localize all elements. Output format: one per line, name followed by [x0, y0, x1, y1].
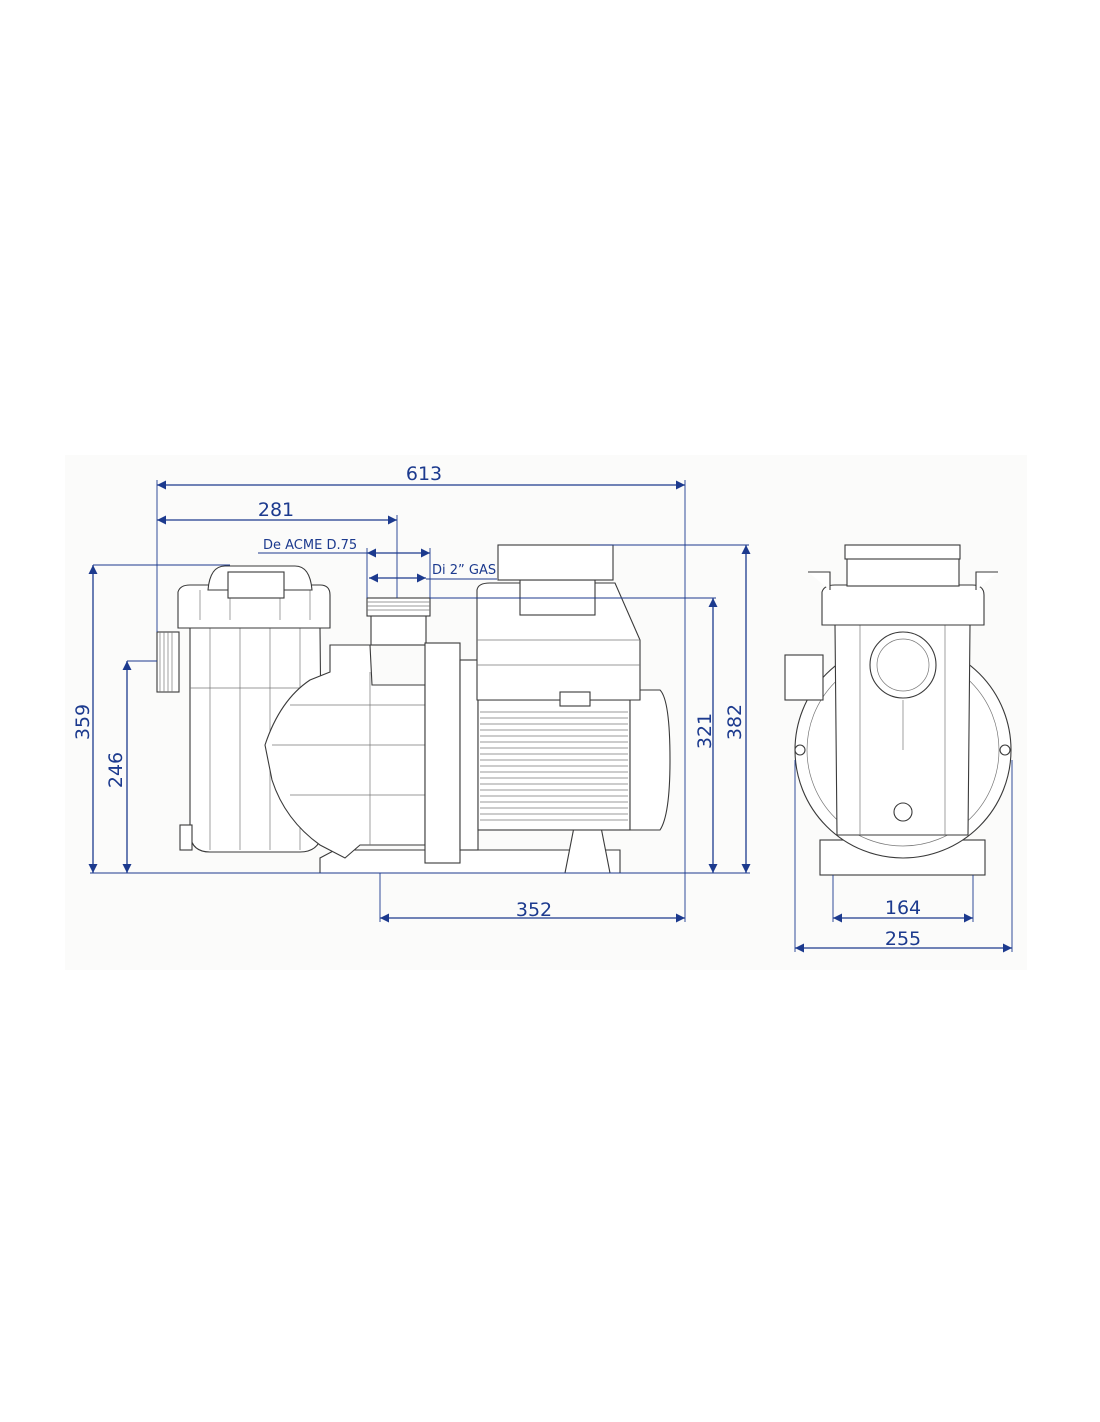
pump-front-view: [784, 544, 1012, 876]
dim-inlet-height: 246: [105, 752, 127, 788]
dim-overall-length: 613: [406, 463, 442, 485]
dim-total-height-strainer: 359: [72, 704, 94, 740]
outlet-outer-label: De ACME D.75: [263, 538, 357, 553]
dim-base-inner-width: 164: [885, 897, 921, 919]
dim-overall-width: 255: [885, 928, 921, 950]
dimension-labels: 613 281 De ACME D.75 Di 2” GAS 359 246 3…: [72, 463, 921, 950]
dimension-lines: [88, 480, 1013, 953]
dim-base-length: 352: [516, 899, 552, 921]
dim-outlet-height: 321: [694, 713, 716, 749]
dim-total-height: 382: [724, 704, 746, 740]
outlet-inner-label: Di 2” GAS: [432, 563, 496, 578]
pump-side-view: [156, 544, 671, 874]
dim-inlet-to-outlet: 281: [258, 499, 294, 521]
